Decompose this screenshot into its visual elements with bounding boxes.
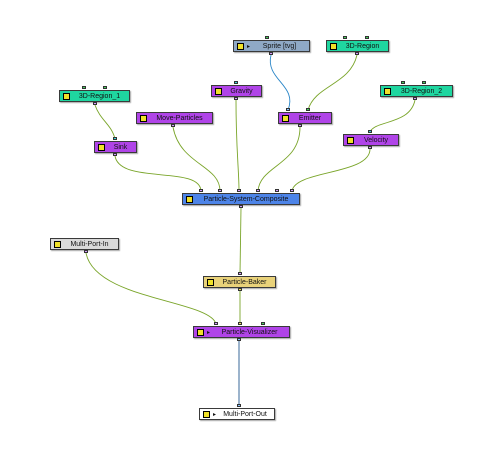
output-port[interactable] bbox=[368, 146, 372, 149]
node-enable-icon[interactable] bbox=[186, 195, 193, 203]
output-port[interactable] bbox=[84, 250, 88, 253]
input-port[interactable] bbox=[113, 137, 117, 140]
play-icon: ▸ bbox=[247, 43, 251, 50]
node-label: Sprite [tvg] bbox=[262, 42, 297, 50]
node-label: Gravity bbox=[230, 87, 253, 95]
node-label: 3D-Region bbox=[345, 42, 380, 50]
particle-baker-node[interactable]: Particle-Baker bbox=[203, 276, 276, 288]
input-port[interactable] bbox=[265, 36, 269, 39]
connection-wires bbox=[85, 54, 416, 406]
input-port[interactable] bbox=[237, 404, 241, 407]
input-port[interactable] bbox=[218, 189, 222, 192]
input-port[interactable] bbox=[82, 86, 86, 89]
node-enable-icon[interactable] bbox=[330, 42, 337, 50]
output-port[interactable] bbox=[237, 338, 241, 341]
input-port[interactable] bbox=[214, 322, 218, 325]
connection-wire bbox=[291, 148, 371, 192]
output-port[interactable] bbox=[239, 205, 243, 208]
node-label: Particle-Baker bbox=[222, 278, 267, 286]
multi-port-out-node[interactable]: ▸ Multi-Port-Out bbox=[199, 408, 275, 420]
node-enable-icon[interactable] bbox=[197, 328, 204, 336]
input-port[interactable] bbox=[343, 36, 347, 39]
connection-wire bbox=[307, 54, 358, 111]
connection-wire bbox=[114, 155, 202, 192]
node-label: Sink bbox=[113, 143, 128, 151]
input-port[interactable] bbox=[238, 322, 242, 325]
node-enable-icon[interactable] bbox=[98, 143, 105, 151]
input-port[interactable] bbox=[103, 86, 107, 89]
node-enable-icon[interactable] bbox=[384, 87, 391, 95]
node-label: Particle-System-Composite bbox=[203, 195, 289, 203]
emitter-node[interactable]: Emitter bbox=[278, 112, 332, 124]
input-port[interactable] bbox=[290, 189, 294, 192]
move-particles-node[interactable]: Move-Particles bbox=[136, 112, 213, 124]
output-port[interactable] bbox=[238, 288, 242, 291]
node-enable-icon[interactable] bbox=[203, 410, 210, 418]
node-enable-icon[interactable] bbox=[237, 42, 244, 50]
connection-wire bbox=[94, 104, 116, 140]
output-port[interactable] bbox=[171, 124, 175, 127]
input-port[interactable] bbox=[365, 36, 369, 39]
input-port[interactable] bbox=[234, 81, 238, 84]
node-label: Particle-Visualizer bbox=[221, 328, 278, 336]
input-port[interactable] bbox=[368, 130, 372, 133]
connection-wire bbox=[269, 54, 291, 111]
node-enable-icon[interactable] bbox=[63, 92, 70, 100]
node-enable-icon[interactable] bbox=[347, 136, 354, 144]
node-enable-icon[interactable] bbox=[54, 240, 61, 248]
connection-wire bbox=[85, 252, 217, 325]
node-label: Move-Particles bbox=[156, 114, 203, 122]
input-port[interactable] bbox=[286, 108, 290, 111]
3d-region-1-node[interactable]: 3D-Region_1 bbox=[59, 90, 130, 102]
particle-visualizer-node[interactable]: ▸ Particle-Visualizer bbox=[193, 326, 290, 338]
particle-system-composite-node[interactable]: Particle-System-Composite bbox=[182, 193, 300, 205]
play-icon: ▸ bbox=[207, 329, 211, 336]
connection-wire bbox=[369, 99, 416, 133]
output-port[interactable] bbox=[269, 52, 273, 55]
node-label: 3D-Region_1 bbox=[78, 92, 121, 100]
node-label: Emitter bbox=[298, 114, 322, 122]
connection-wire bbox=[235, 99, 240, 192]
output-port[interactable] bbox=[298, 124, 302, 127]
node-label: Multi-Port-In bbox=[70, 240, 109, 248]
node-enable-icon[interactable] bbox=[215, 87, 222, 95]
output-port[interactable] bbox=[355, 52, 359, 55]
3d-region-2-node[interactable]: 3D-Region_2 bbox=[380, 85, 453, 97]
play-icon: ▸ bbox=[213, 411, 217, 418]
input-port[interactable] bbox=[401, 81, 405, 84]
node-label: Multi-Port-Out bbox=[223, 410, 267, 418]
output-port[interactable] bbox=[413, 97, 417, 100]
input-port[interactable] bbox=[261, 322, 265, 325]
node-enable-icon[interactable] bbox=[207, 278, 214, 286]
connection-wire bbox=[172, 126, 221, 192]
input-port[interactable] bbox=[238, 272, 242, 275]
input-port[interactable] bbox=[256, 189, 260, 192]
output-port[interactable] bbox=[113, 153, 117, 156]
node-label: 3D-Region_2 bbox=[400, 87, 443, 95]
input-port[interactable] bbox=[306, 108, 310, 111]
node-enable-icon[interactable] bbox=[282, 114, 289, 122]
sprite-node[interactable]: ▸ Sprite [tvg] bbox=[233, 40, 310, 52]
node-label: Velocity bbox=[363, 136, 389, 144]
velocity-node[interactable]: Velocity bbox=[343, 134, 399, 146]
gravity-node[interactable]: Gravity bbox=[211, 85, 262, 97]
multi-port-in-node[interactable]: Multi-Port-In bbox=[50, 238, 119, 250]
output-port[interactable] bbox=[234, 97, 238, 100]
node-enable-icon[interactable] bbox=[140, 114, 147, 122]
output-port[interactable] bbox=[93, 102, 97, 105]
connection-wire bbox=[239, 207, 242, 275]
3d-region-node[interactable]: 3D-Region bbox=[326, 40, 389, 52]
input-port[interactable] bbox=[199, 189, 203, 192]
input-port[interactable] bbox=[237, 189, 241, 192]
input-port[interactable] bbox=[275, 189, 279, 192]
input-port[interactable] bbox=[422, 81, 426, 84]
connection-wire bbox=[257, 126, 301, 192]
sink-node[interactable]: Sink bbox=[94, 141, 137, 153]
